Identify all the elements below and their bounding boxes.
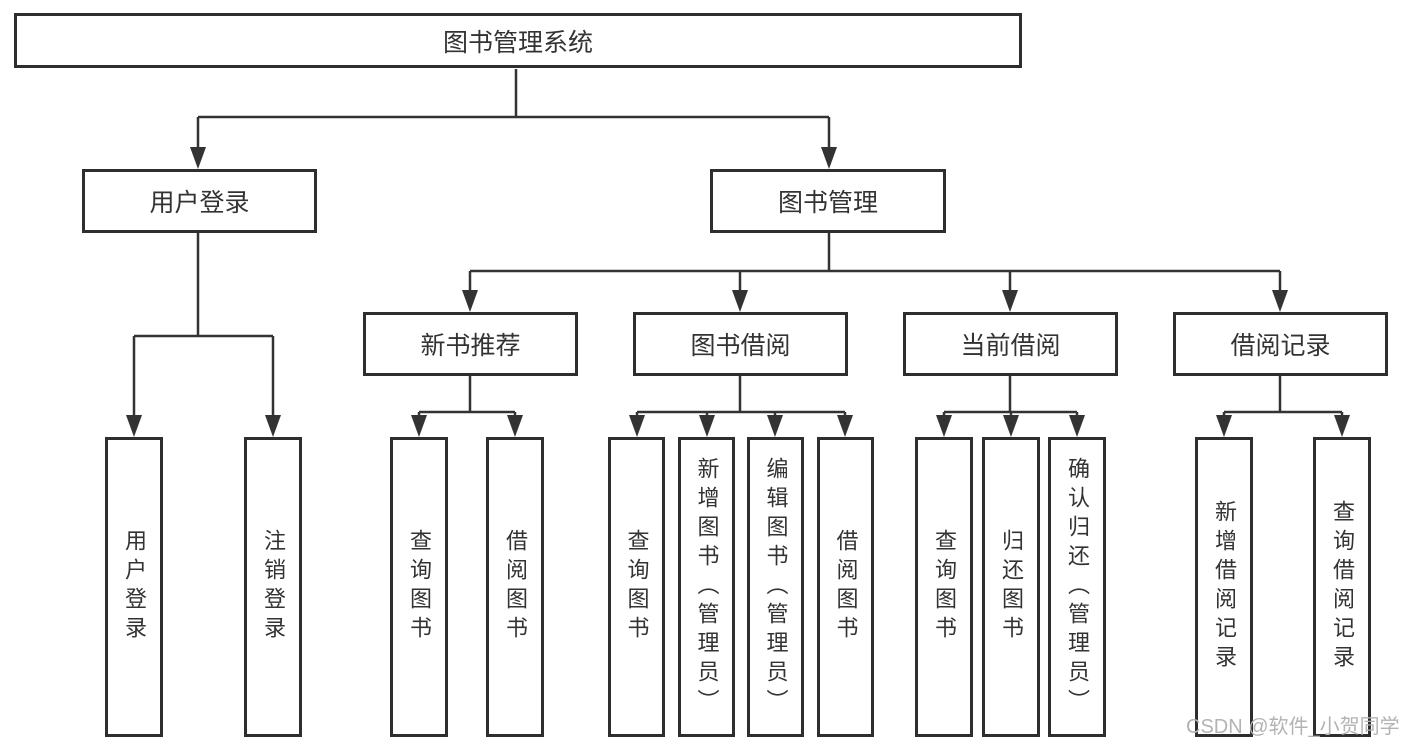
node-leaf-borrow-books-recommend: 借阅图书 [486,437,544,737]
node-label: 图书借阅 [690,332,791,360]
node-user-login: 用户登录 [82,169,317,233]
node-leaf-query-books-recommend: 查询图书 [390,437,448,737]
arrow-down-icon [629,415,645,437]
arrow-down-icon [411,415,427,437]
node-leaf-query-borrow-record: 查询借阅记录 [1313,437,1371,737]
connector-root [196,69,831,150]
arrow-down-icon [1002,290,1018,312]
arrow-down-icon [1003,415,1019,437]
node-label: 当前借阅 [960,332,1061,360]
node-borrow-records: 借阅记录 [1173,312,1388,376]
arrow-down-icon [767,415,783,437]
node-label: 图书管理系统 [442,28,593,57]
arrow-down-icon [821,147,837,169]
arrow-down-icon [190,147,206,169]
node-label: 查询图书 [932,529,957,645]
watermark: CSDN @软件_小贺同学 [1186,716,1400,738]
arrow-down-icon [1069,415,1085,437]
connector-user-login-branch [132,233,275,418]
arrow-down-icon [265,415,281,437]
node-label: 用户登录 [149,189,250,217]
node-label: 图书管理 [777,189,878,217]
node-leaf-confirm-return-admin: 确认归还（管理员） [1048,437,1106,737]
node-label: 新书推荐 [420,332,521,360]
arrow-down-icon [936,415,952,437]
node-library-system: 图书管理系统 [14,13,1022,68]
arrow-down-icon [837,415,853,437]
node-current-borrow: 当前借阅 [903,312,1118,376]
node-leaf-add-book-admin: 新增图书（管理员） [678,437,735,737]
connector-book-borrow-branch [635,376,847,418]
node-leaf-borrow-books-borrow: 借阅图书 [817,437,874,737]
node-label: 借阅图书 [833,529,859,645]
arrow-down-icon [126,415,142,437]
node-label: 确认归还（管理员） [1065,456,1090,718]
node-label: 编辑图书（管理员） [763,456,789,718]
connector-lines [132,69,1344,418]
connector-current-borrow-branch [942,376,1079,418]
arrow-down-icon [462,290,478,312]
arrow-down-icon [699,415,715,437]
node-new-book-recommend: 新书推荐 [363,312,578,376]
node-book-management: 图书管理 [710,169,946,233]
arrow-down-icon [1272,290,1288,312]
node-leaf-return-book: 归还图书 [982,437,1040,737]
connector-book-management-branch [468,233,1282,293]
node-label: 新增图书（管理员） [694,456,720,718]
arrow-down-icon [507,415,523,437]
node-leaf-edit-book-admin: 编辑图书（管理员） [747,437,804,737]
arrowhead-icons [126,147,1350,437]
node-label: 借阅记录 [1230,332,1331,360]
node-leaf-query-books-current: 查询图书 [915,437,973,737]
node-leaf-query-books-borrow: 查询图书 [608,437,665,737]
node-label: 查询图书 [624,529,650,645]
node-label: 查询图书 [407,529,432,645]
node-label: 新增借阅记录 [1212,500,1237,674]
node-label: 借阅图书 [503,529,528,645]
node-book-borrow: 图书借阅 [633,312,848,376]
arrow-down-icon [1334,415,1350,437]
connector-borrow-records-branch [1222,376,1344,418]
node-label: 用户登录 [122,529,147,645]
node-label: 注销登录 [261,529,286,645]
node-label: 查询借阅记录 [1330,500,1355,674]
node-leaf-add-borrow-record: 新增借阅记录 [1195,437,1253,737]
connector-new-book-recommend-branch [417,376,517,418]
node-label: 归还图书 [999,529,1024,645]
arrow-down-icon [732,290,748,312]
node-leaf-user-login: 用户登录 [105,437,163,737]
arrow-down-icon [1216,415,1232,437]
node-leaf-logout: 注销登录 [244,437,302,737]
